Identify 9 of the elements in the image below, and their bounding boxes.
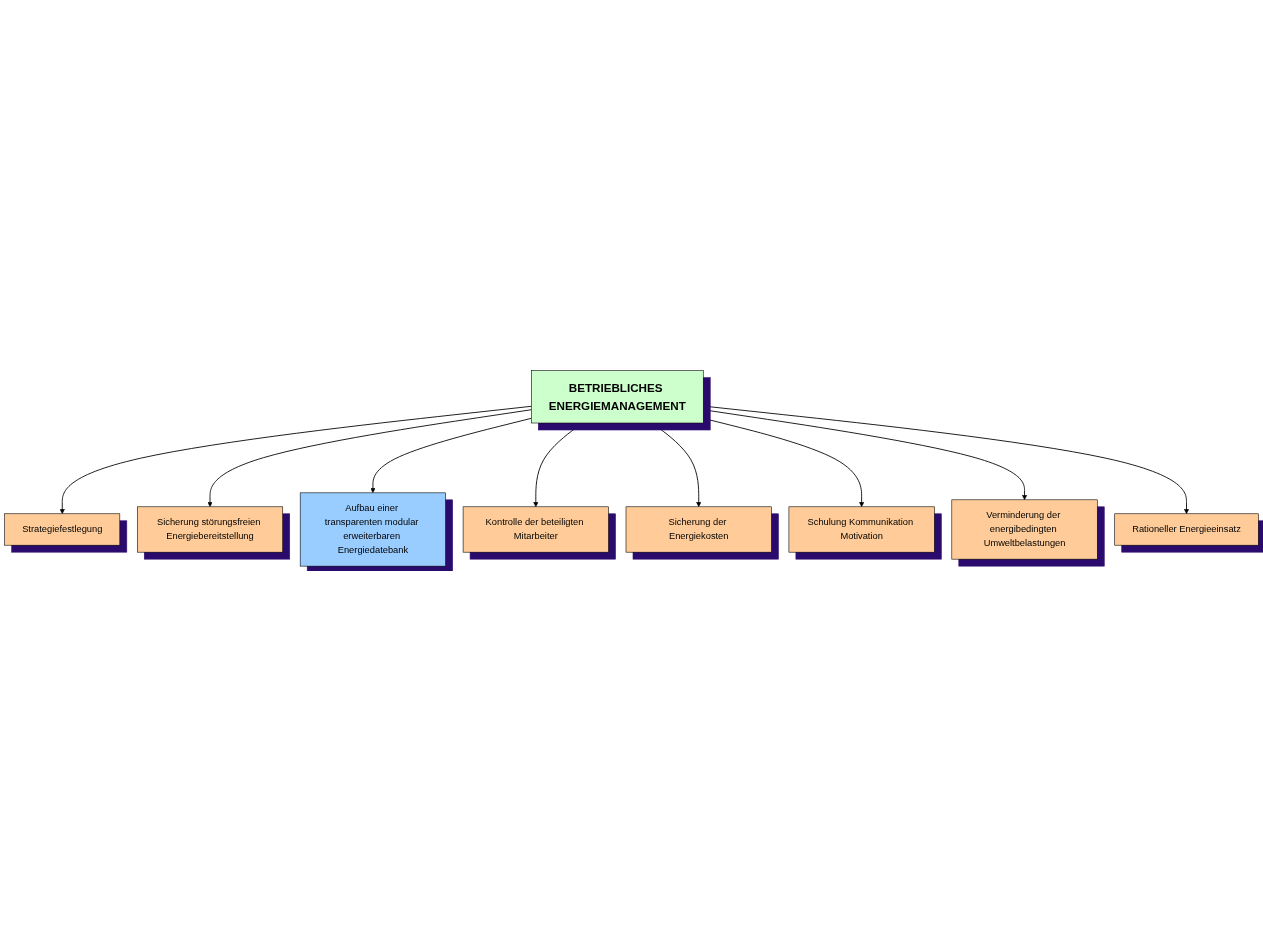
node-box: Kontrolle der beteiligten Mitarbeiter (462, 506, 609, 553)
node-box: Strategiefestlegung (4, 513, 121, 546)
node-box: Sicherung störungsfreien Energiebereitstellung (137, 506, 284, 553)
node-box: Verminderung der energibedingten Umweltbelastungen (951, 499, 1098, 560)
node-box: Schulung Kommunikation Motivation (788, 506, 935, 553)
node-box: Aufbau einer transparenten modular erweiterbaren Energiedatebank (299, 492, 446, 567)
node-box: Rationeller Energieeinsatz (1114, 513, 1259, 546)
node-box: BETRIEBLICHES ENERGIEMANAGEMENT (531, 370, 704, 424)
node-box: Sicherung der Energiekosten (625, 506, 772, 553)
